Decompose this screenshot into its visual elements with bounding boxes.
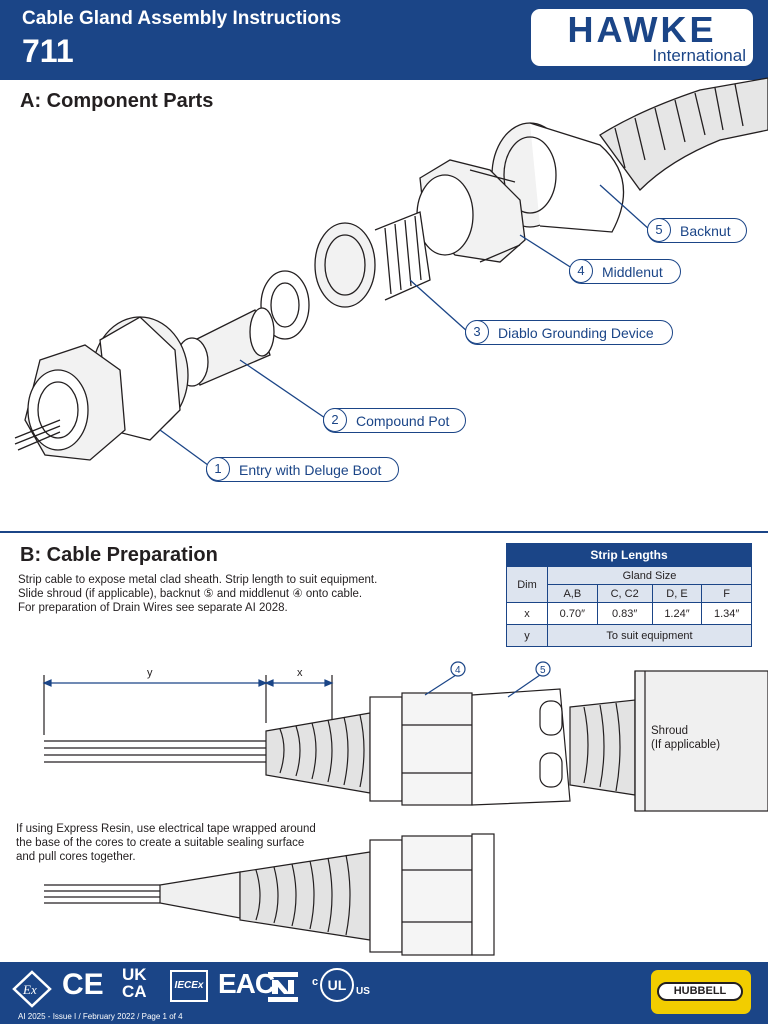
eac-mark: EAC <box>218 968 275 999</box>
table-cell: 0.83″ <box>596 602 653 625</box>
hawke-logo: HAWKE International <box>531 9 753 66</box>
iecex-mark: IECEx <box>170 970 208 1002</box>
callout-entry-deluge-boot: 1 Entry with Deluge Boot <box>206 457 399 482</box>
size-header: A,B <box>547 584 598 603</box>
callout-number: 1 <box>206 457 230 481</box>
table-cell: 1.24″ <box>651 602 703 625</box>
ukca-line: CA <box>122 982 147 1001</box>
page-header: Cable Gland Assembly Instructions 711 HA… <box>0 0 768 80</box>
callout-number: 3 <box>465 320 489 344</box>
marker-middlenut: 4 <box>455 665 461 676</box>
express-resin-note: If using Express Resin, use electrical t… <box>16 822 346 864</box>
callout-label: Diablo Grounding Device <box>498 325 654 341</box>
callout-label: Backnut <box>680 223 731 239</box>
document-title: Cable Gland Assembly Instructions <box>22 8 342 29</box>
ul-mark: UL <box>320 968 354 1002</box>
logo-subtitle: International <box>652 46 746 65</box>
row-label: x <box>506 602 548 625</box>
note-line: and pull cores together. <box>16 851 136 863</box>
row-label: y <box>506 624 548 647</box>
logo-wordmark: HAWKE <box>567 9 717 50</box>
dim-x-label: x <box>297 667 303 679</box>
ce-mark: CE <box>62 968 104 1001</box>
callout-label: Entry with Deluge Boot <box>239 462 382 478</box>
size-header: C, C2 <box>596 584 653 603</box>
gland-size-header: Gland Size <box>547 566 752 585</box>
product-code: 711 <box>22 33 74 69</box>
exploded-gland-illustration <box>14 77 768 469</box>
svg-text:Ex: Ex <box>22 982 37 997</box>
size-header: D, E <box>651 584 703 603</box>
strip-lengths-table: Strip Lengths Dim Gland Size A,B C, C2 D… <box>506 543 752 647</box>
callout-label: Middlenut <box>602 264 663 280</box>
express-resin-diagram <box>44 833 495 956</box>
hubbell-logo: HUBBELL <box>651 970 751 1014</box>
ul-us-mark: US <box>356 986 370 997</box>
dim-y-label: y <box>147 667 153 679</box>
cable-prep-instructions: Strip cable to expose metal clad sheath.… <box>18 573 478 615</box>
marker-backnut: 5 <box>540 665 546 676</box>
table-title: Strip Lengths <box>506 543 752 567</box>
ukca-line: UK <box>122 965 147 984</box>
table-cell: To suit equipment <box>547 624 752 647</box>
instruction-line: For preparation of Drain Wires see separ… <box>18 602 288 614</box>
callout-backnut: 5 Backnut <box>647 218 747 243</box>
section-a-title: A: Component Parts <box>20 90 214 112</box>
callout-diablo-grounding-device: 3 Diablo Grounding Device <box>465 320 673 345</box>
hubbell-wordmark: HUBBELL <box>657 982 743 1001</box>
inmetro-icon <box>268 972 298 1002</box>
shroud-label-line: (If applicable) <box>651 739 721 751</box>
size-header: F <box>701 584 752 603</box>
callout-label: Compound Pot <box>356 413 450 429</box>
ex-mark-icon: Ex <box>12 970 52 1008</box>
note-line: the base of the cores to create a suitab… <box>16 837 305 849</box>
shroud-label: Shroud (If applicable) <box>651 724 720 752</box>
note-line: If using Express Resin, use electrical t… <box>16 823 316 835</box>
callout-number: 4 <box>569 259 593 283</box>
ul-c-mark: c <box>312 976 319 988</box>
callout-compound-pot: 2 Compound Pot <box>323 408 466 433</box>
dim-header: Dim <box>506 566 548 603</box>
shroud-label-line: Shroud <box>651 725 689 737</box>
table-cell: 1.34″ <box>701 602 752 625</box>
ukca-mark: UK CA <box>122 966 147 1000</box>
cable-prep-diagram: y x 4 5 <box>42 661 768 812</box>
callout-number: 5 <box>647 218 671 242</box>
instruction-line: Slide shroud (if applicable), backnut ⑤ … <box>18 588 363 600</box>
callout-number: 2 <box>323 408 347 432</box>
section-b-title: B: Cable Preparation <box>20 544 218 566</box>
instruction-line: Strip cable to expose metal clad sheath.… <box>18 574 378 586</box>
document-reference: AI 2025 - Issue I / February 2022 / Page… <box>18 1012 183 1021</box>
callout-middlenut: 4 Middlenut <box>569 259 681 284</box>
section-divider <box>0 531 768 533</box>
page-footer: Ex CE UK CA IECEx EAC c UL US AI 2025 - … <box>0 962 768 1024</box>
table-cell: 0.70″ <box>547 602 598 625</box>
